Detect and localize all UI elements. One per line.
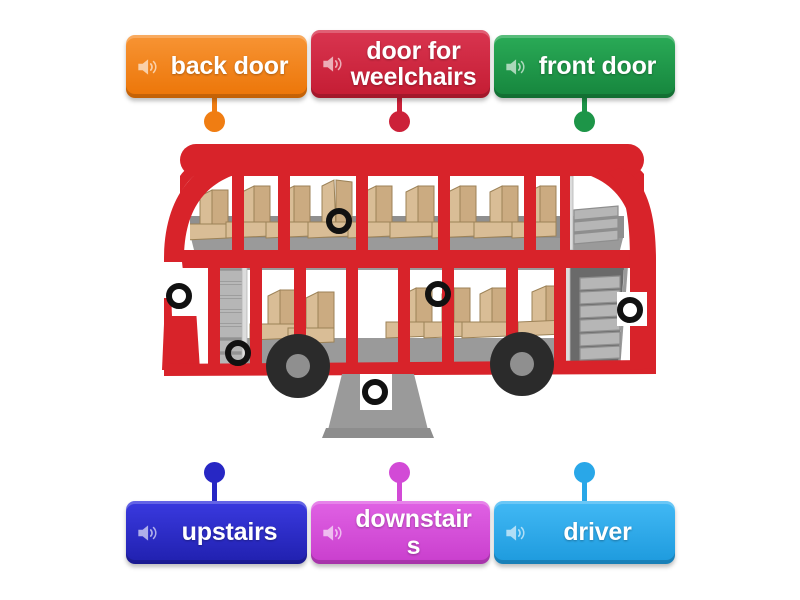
- speaker-icon[interactable]: [319, 51, 345, 77]
- pin-knob: [573, 462, 595, 483]
- speaker-icon[interactable]: [134, 520, 160, 546]
- pin-door-for-weelchairs: [388, 96, 410, 136]
- speaker-icon[interactable]: [502, 520, 528, 546]
- label-chip-driver[interactable]: driver: [494, 501, 675, 564]
- speaker-icon[interactable]: [319, 520, 345, 546]
- pin-downstairs: [388, 462, 410, 506]
- label-text: driver: [563, 518, 632, 547]
- pin-knob: [573, 111, 595, 132]
- label-chip-door-for-weelchairs[interactable]: door for weelchairs: [311, 30, 490, 98]
- label-chip-front-door[interactable]: front door: [494, 35, 675, 98]
- pin-front-door: [573, 96, 595, 136]
- speaker-icon[interactable]: [134, 54, 160, 80]
- label-text: downstairs: [355, 505, 472, 560]
- pin-knob: [203, 111, 225, 132]
- target-stairs-right[interactable]: [617, 297, 643, 323]
- pin-knob: [388, 111, 410, 132]
- pin-stem: [211, 96, 217, 116]
- target-rear-left[interactable]: [166, 283, 192, 309]
- pin-knob: [388, 462, 410, 483]
- label-text: door for weelchairs: [350, 36, 477, 91]
- target-lower-deck[interactable]: [425, 281, 451, 307]
- label-text: back door: [170, 52, 289, 81]
- pin-stem: [581, 96, 587, 116]
- label-text: upstairs: [181, 518, 278, 547]
- pin-knob: [203, 462, 225, 483]
- label-text: front door: [538, 52, 657, 81]
- pin-upstairs: [203, 462, 225, 506]
- pin-stem: [396, 96, 402, 116]
- bus-diagram-image: [150, 138, 670, 443]
- target-upper-deck[interactable]: [326, 208, 352, 234]
- target-stairs-left[interactable]: [225, 340, 251, 366]
- label-chip-upstairs[interactable]: upstairs: [126, 501, 307, 564]
- target-driver-front[interactable]: [362, 379, 388, 405]
- pin-driver: [573, 462, 595, 506]
- pin-back-door: [203, 96, 225, 136]
- label-chip-downstairs[interactable]: downstairs: [311, 501, 490, 564]
- label-chip-back-door[interactable]: back door: [126, 35, 307, 98]
- speaker-icon[interactable]: [502, 54, 528, 80]
